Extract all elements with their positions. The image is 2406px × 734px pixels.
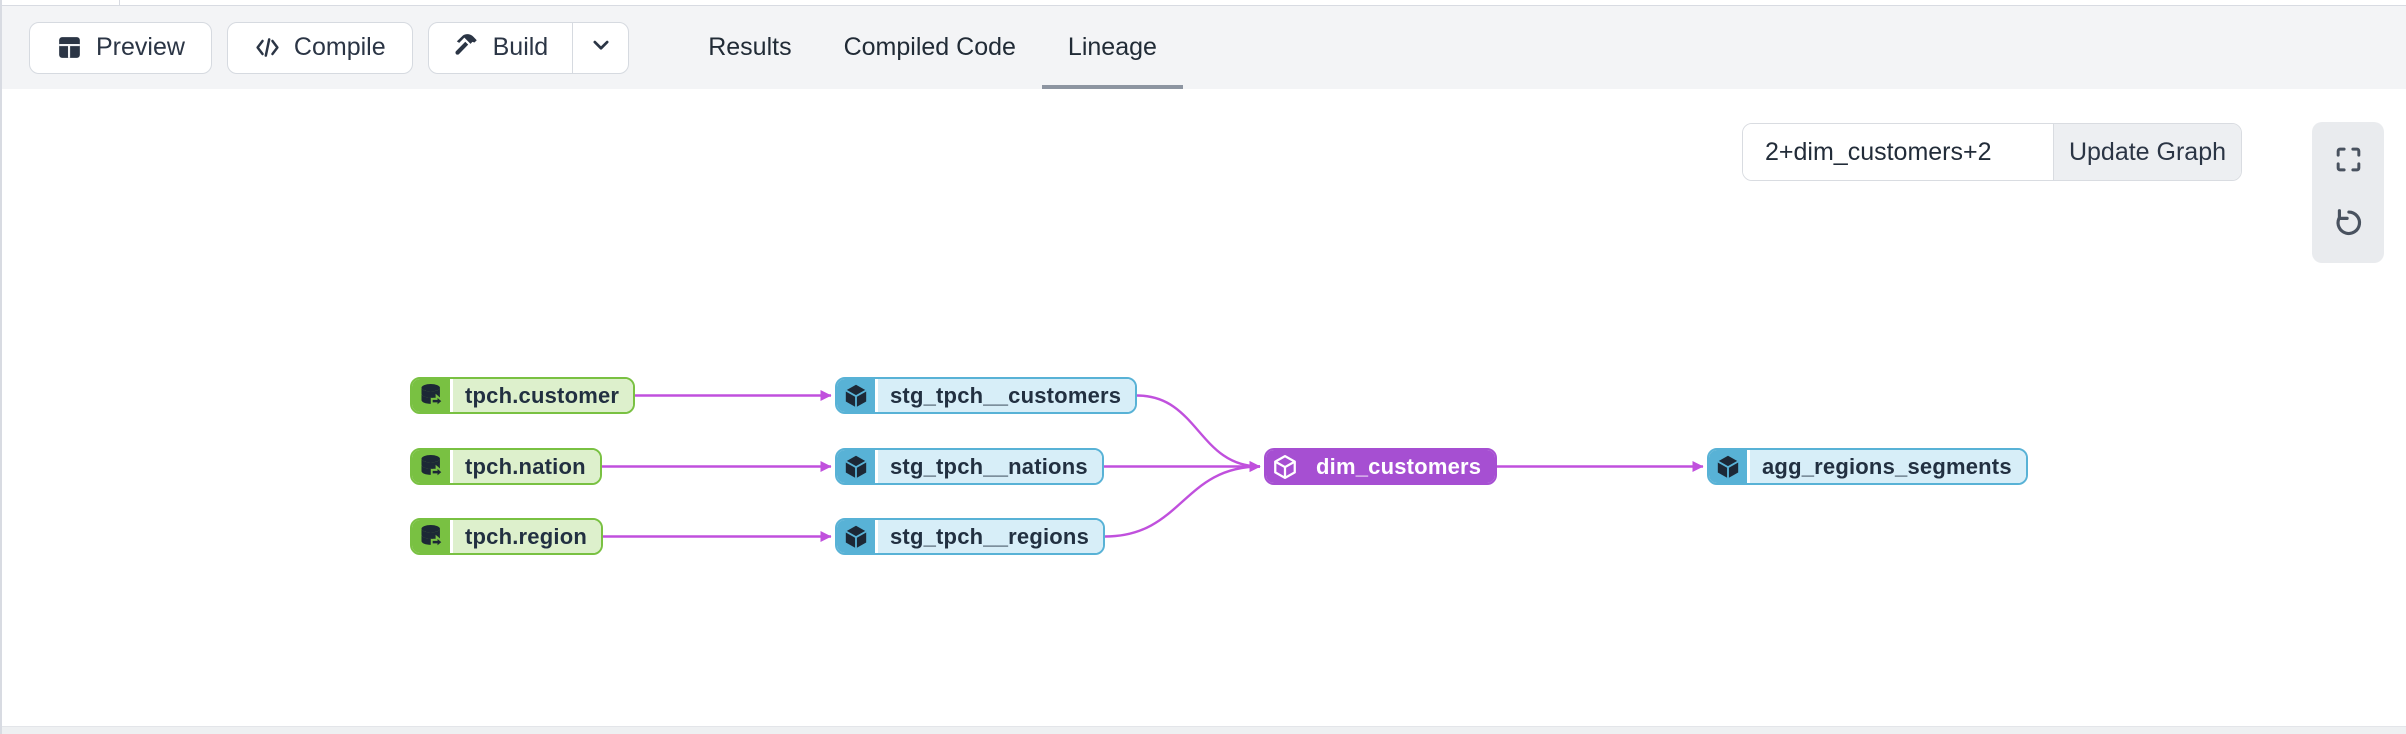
database-icon [412, 520, 450, 553]
lineage-node[interactable]: stg_tpch__customers [835, 377, 1138, 414]
build-button-group: Build [427, 21, 630, 74]
compile-button-label: Compile [293, 33, 386, 61]
statusbar-edge [2, 726, 2406, 734]
preview-button[interactable]: Preview [29, 21, 212, 74]
database-icon [412, 450, 450, 483]
lineage-node[interactable]: stg_tpch__nations [835, 448, 1104, 485]
toolbar-buttons: Preview Compile Build [2, 6, 630, 89]
result-tabs: Results Compiled Code Lineage [682, 6, 1183, 91]
lineage-node[interactable]: stg_tpch__regions [835, 518, 1106, 555]
lineage-node-label: dim_customers [1304, 450, 1496, 483]
update-graph-button[interactable]: Update Graph [2053, 124, 2241, 180]
lineage-node-label: tpch.region [450, 520, 601, 553]
lineage-node-label: stg_tpch__nations [875, 450, 1102, 483]
cube-icon [837, 520, 875, 553]
cube-icon [837, 379, 875, 412]
lineage-selector: Update Graph [1742, 123, 2242, 181]
lineage-node-label: stg_tpch__regions [875, 520, 1104, 553]
table-icon [56, 34, 83, 61]
lineage-node[interactable]: tpch.region [410, 518, 603, 555]
toolbar: Preview Compile Build [2, 6, 2406, 91]
lineage-selector-input[interactable] [1743, 124, 2053, 180]
cube-icon [1266, 450, 1304, 483]
preview-button-label: Preview [96, 33, 185, 61]
tab-results[interactable]: Results [708, 33, 792, 61]
file-tab-divider [119, 0, 120, 6]
lineage-node-label: stg_tpch__customers [875, 379, 1136, 412]
lineage-node-label: tpch.customer [450, 379, 634, 412]
code-icon [254, 34, 281, 61]
lineage-node[interactable]: tpch.customer [410, 377, 636, 414]
fullscreen-button[interactable] [2318, 133, 2378, 189]
lineage-edge [1136, 394, 1261, 472]
build-button-label: Build [492, 33, 549, 61]
lineage-edge [1104, 461, 1261, 538]
hammer-icon [453, 31, 480, 65]
cube-icon [837, 450, 875, 483]
lineage-canvas[interactable]: Update Graph tpch.customer tpch [2, 89, 2406, 726]
build-button[interactable]: Build [429, 23, 573, 73]
reset-icon [2332, 206, 2365, 242]
database-icon [412, 379, 450, 412]
lineage-node[interactable]: dim_customers [1264, 448, 1498, 485]
fullscreen-icon [2333, 144, 2364, 178]
chevron-down-icon [588, 32, 614, 63]
cube-icon [1709, 450, 1747, 483]
compile-button[interactable]: Compile [226, 21, 413, 74]
reset-view-button[interactable] [2318, 196, 2378, 252]
lineage-node[interactable]: tpch.nation [410, 448, 602, 485]
lineage-node[interactable]: agg_regions_segments [1707, 448, 2028, 485]
lineage-edges [602, 390, 1704, 542]
graph-controls [2312, 122, 2384, 263]
tab-lineage[interactable]: Lineage [1041, 6, 1183, 91]
lineage-node-label: agg_regions_segments [1747, 450, 2026, 483]
tab-compiled-code[interactable]: Compiled Code [843, 33, 1016, 61]
file-tabbar-edge [2, 0, 2406, 6]
build-dropdown-button[interactable] [572, 22, 628, 73]
lineage-node-label: tpch.nation [450, 450, 600, 483]
